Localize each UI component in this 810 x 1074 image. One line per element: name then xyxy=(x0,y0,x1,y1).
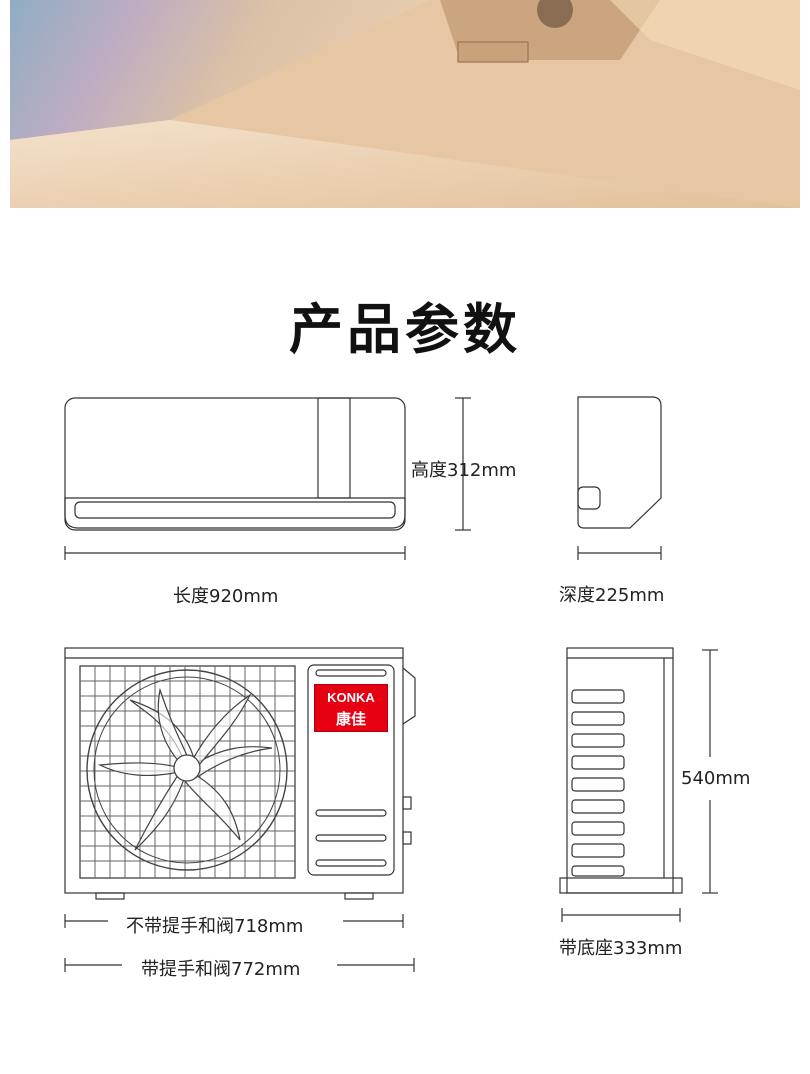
outdoor-unit-side-drawing xyxy=(559,647,683,894)
indoor-length-dimension xyxy=(64,546,406,560)
konka-logo: KONKA 康佳 xyxy=(314,684,388,732)
outdoor-height-label: 540mm xyxy=(681,768,751,789)
logo-cn-text: 康佳 xyxy=(335,710,366,728)
logo-text: KONKA xyxy=(327,690,375,705)
hero-banner-photo xyxy=(10,0,800,208)
outdoor-width-no-handle-label: 不带提手和阀718mm xyxy=(126,916,304,937)
indoor-length-label: 长度920mm xyxy=(173,586,279,607)
outdoor-unit-front-drawing xyxy=(64,647,416,900)
indoor-unit-front-drawing xyxy=(64,397,406,531)
outdoor-height-dimension xyxy=(702,649,718,894)
outdoor-width-no-handle-dimension xyxy=(64,914,404,928)
indoor-unit-side-drawing xyxy=(577,396,662,560)
outdoor-width-with-handle-dimension xyxy=(64,958,415,972)
indoor-depth-label: 深度225mm xyxy=(559,585,665,606)
indoor-height-dimension xyxy=(455,397,471,531)
indoor-height-label: 高度312mm xyxy=(411,460,517,481)
page-title: 产品参数 xyxy=(289,298,521,361)
outdoor-width-with-handle-label: 带提手和阀772mm xyxy=(141,959,301,980)
outdoor-base-depth-label: 带底座333mm xyxy=(559,938,683,959)
outdoor-base-depth-dimension xyxy=(561,908,681,922)
